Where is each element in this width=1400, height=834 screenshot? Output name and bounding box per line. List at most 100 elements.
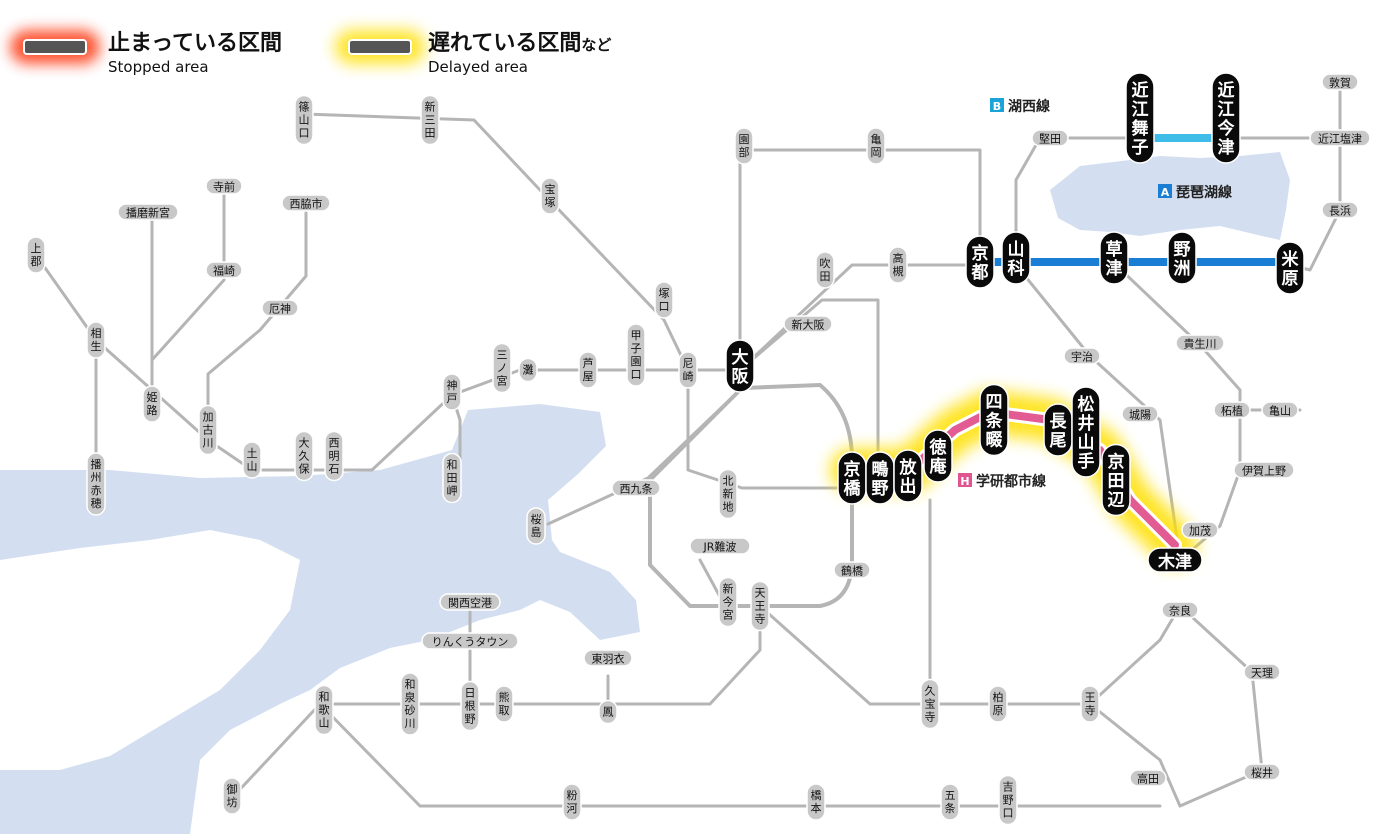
station-fukusaki: 福崎 [205, 261, 243, 279]
station-label: 新今宮 [723, 582, 734, 622]
station-label: 北新地 [723, 475, 734, 514]
station-shin-imamiya: 新今宮 [718, 576, 738, 628]
water-areas [0, 152, 1290, 834]
station-label: 宇治 [1071, 350, 1093, 364]
station-label: 久宝寺 [925, 685, 936, 724]
station-label: 伊賀上野 [1242, 465, 1286, 478]
station-label: 芦屋 [583, 357, 594, 383]
station-kyoto: 京都 [965, 235, 995, 289]
station-label: 尼崎 [683, 357, 694, 383]
station-joyo: 城陽 [1121, 405, 1159, 423]
station-shin-sanda: 新三田 [420, 94, 440, 146]
station-ohtori: 鳳 [598, 699, 618, 725]
station-kameyama: 亀山 [1261, 401, 1299, 419]
station-sakurajima: 桜島 [526, 507, 546, 545]
delayed-legend-suffix: など [581, 36, 611, 54]
station-label: 篠山口 [299, 100, 310, 140]
station-kizu: 木津 [1147, 547, 1203, 573]
station-yakujin: 厄神 [261, 299, 299, 317]
station-label: 草津 [1106, 240, 1123, 279]
station-label: 宝塚 [545, 182, 556, 209]
station-sasayamaguchi: 篠山口 [294, 94, 314, 146]
station-sakurai: 桜井 [1243, 763, 1281, 781]
station-iga-ueno: 伊賀上野 [1233, 461, 1295, 479]
station-kamigori: 上郡 [26, 236, 46, 274]
station-label: 新三田 [425, 100, 436, 140]
delayed-legend-swatch [348, 39, 412, 55]
svg-text:湖西線: 湖西線 [1008, 98, 1050, 115]
station-kobe: 神戸 [442, 373, 462, 411]
delayed-legend-title: 遅れている区間など [428, 31, 611, 56]
station-kakogawa: 加古川 [198, 404, 218, 456]
affected-stations: 近江舞子近江今津京都山科草津野洲米原大阪京橋鴫野放出徳庵四条畷長尾松井山手京田辺… [725, 72, 1305, 573]
station-label: 三ノ宮 [497, 349, 508, 388]
station-shin-osaka: 新大阪 [783, 315, 833, 333]
station-label: 桜島 [531, 512, 542, 539]
gakken-line-label: H 学研都市線 [958, 473, 1046, 490]
svg-text:B: B [993, 100, 1001, 113]
station-label: 天理 [1251, 667, 1273, 680]
station-label: 東羽衣 [592, 652, 625, 666]
station-okubo: 大久保 [294, 430, 314, 482]
station-label: 亀山 [1269, 404, 1291, 418]
station-kokawa: 粉河 [562, 783, 582, 821]
biwako-line-label: A 琵琶湖線 [1158, 184, 1232, 201]
station-tennoji: 天王寺 [750, 580, 770, 632]
station-gojo: 五条 [940, 783, 960, 821]
station-label: 四条畷 [985, 393, 1004, 451]
station-banshu-ako: 播州赤穂 [86, 452, 106, 516]
station-label: 京田辺 [1108, 452, 1125, 511]
svg-text:H: H [960, 475, 969, 488]
station-tsuge: 柘植 [1213, 401, 1251, 419]
station-label: 米原 [1282, 249, 1300, 289]
station-label: 鶴橋 [841, 564, 863, 578]
station-yoshinoguchi: 吉野口 [998, 774, 1018, 826]
station-label: 熊取 [499, 690, 510, 717]
station-gobo: 御坊 [222, 777, 242, 815]
station-label: 和田岬 [447, 459, 458, 498]
station-label: 松井山手 [1078, 394, 1095, 472]
station-label: 加茂 [1189, 524, 1211, 538]
station-label: 五条 [945, 789, 956, 815]
station-tsuchiyama: 土山 [242, 441, 262, 479]
station-aioi: 相生 [86, 321, 106, 359]
station-sannomiya: 三ノ宮 [492, 342, 512, 394]
station-nishiwakishi: 西脇市 [281, 194, 331, 212]
station-shijonawate: 四条畷 [979, 383, 1009, 457]
station-label: 播磨新宮 [126, 206, 170, 220]
station-yasu: 野洲 [1167, 231, 1197, 285]
station-omi-maiko: 近江舞子 [1125, 72, 1155, 164]
station-label: 甲子園口 [631, 329, 642, 381]
station-kyotanabe: 京田辺 [1101, 443, 1131, 517]
station-jr-namba: JR難波 [689, 537, 751, 555]
station-label: 堅田 [1039, 133, 1061, 146]
station-izumisunagawa: 和泉砂川 [400, 672, 420, 736]
station-kameoka: 亀岡 [866, 127, 886, 165]
station-label: 山科 [1008, 240, 1025, 279]
station-label: 和歌山 [319, 691, 330, 730]
station-omi-imazu: 近江今津 [1211, 72, 1241, 164]
station-label: 鳳 [603, 706, 614, 719]
station-ashiya: 芦屋 [578, 351, 598, 389]
station-wadamisaki: 和田岬 [442, 452, 462, 504]
station-higashi-hagoromo: 東羽衣 [583, 649, 633, 667]
station-matsuiyamate: 松井山手 [1071, 386, 1101, 478]
station-suita: 吹田 [815, 251, 835, 289]
station-label: 京都 [971, 243, 989, 283]
station-nagahama: 長浜 [1321, 201, 1359, 219]
station-label: 敦賀 [1329, 76, 1351, 90]
station-label: 厄神 [269, 302, 291, 316]
station-shigino: 鴫野 [865, 451, 895, 505]
station-label: 奈良 [1169, 604, 1191, 618]
station-harima-shingu: 播磨新宮 [117, 203, 179, 221]
station-label: 西九条 [620, 482, 653, 496]
station-label: 西脇市 [290, 197, 323, 211]
svg-text:学研都市線: 学研都市線 [976, 473, 1046, 490]
station-koshienguchi: 甲子園口 [626, 323, 646, 387]
awaji-island [0, 530, 300, 770]
station-label: 西明石 [329, 437, 340, 476]
station-label: 土山 [247, 447, 258, 473]
station-label: 粉河 [567, 789, 578, 815]
station-teramae: 寺前 [205, 177, 243, 195]
station-label: 塚口 [659, 287, 670, 313]
